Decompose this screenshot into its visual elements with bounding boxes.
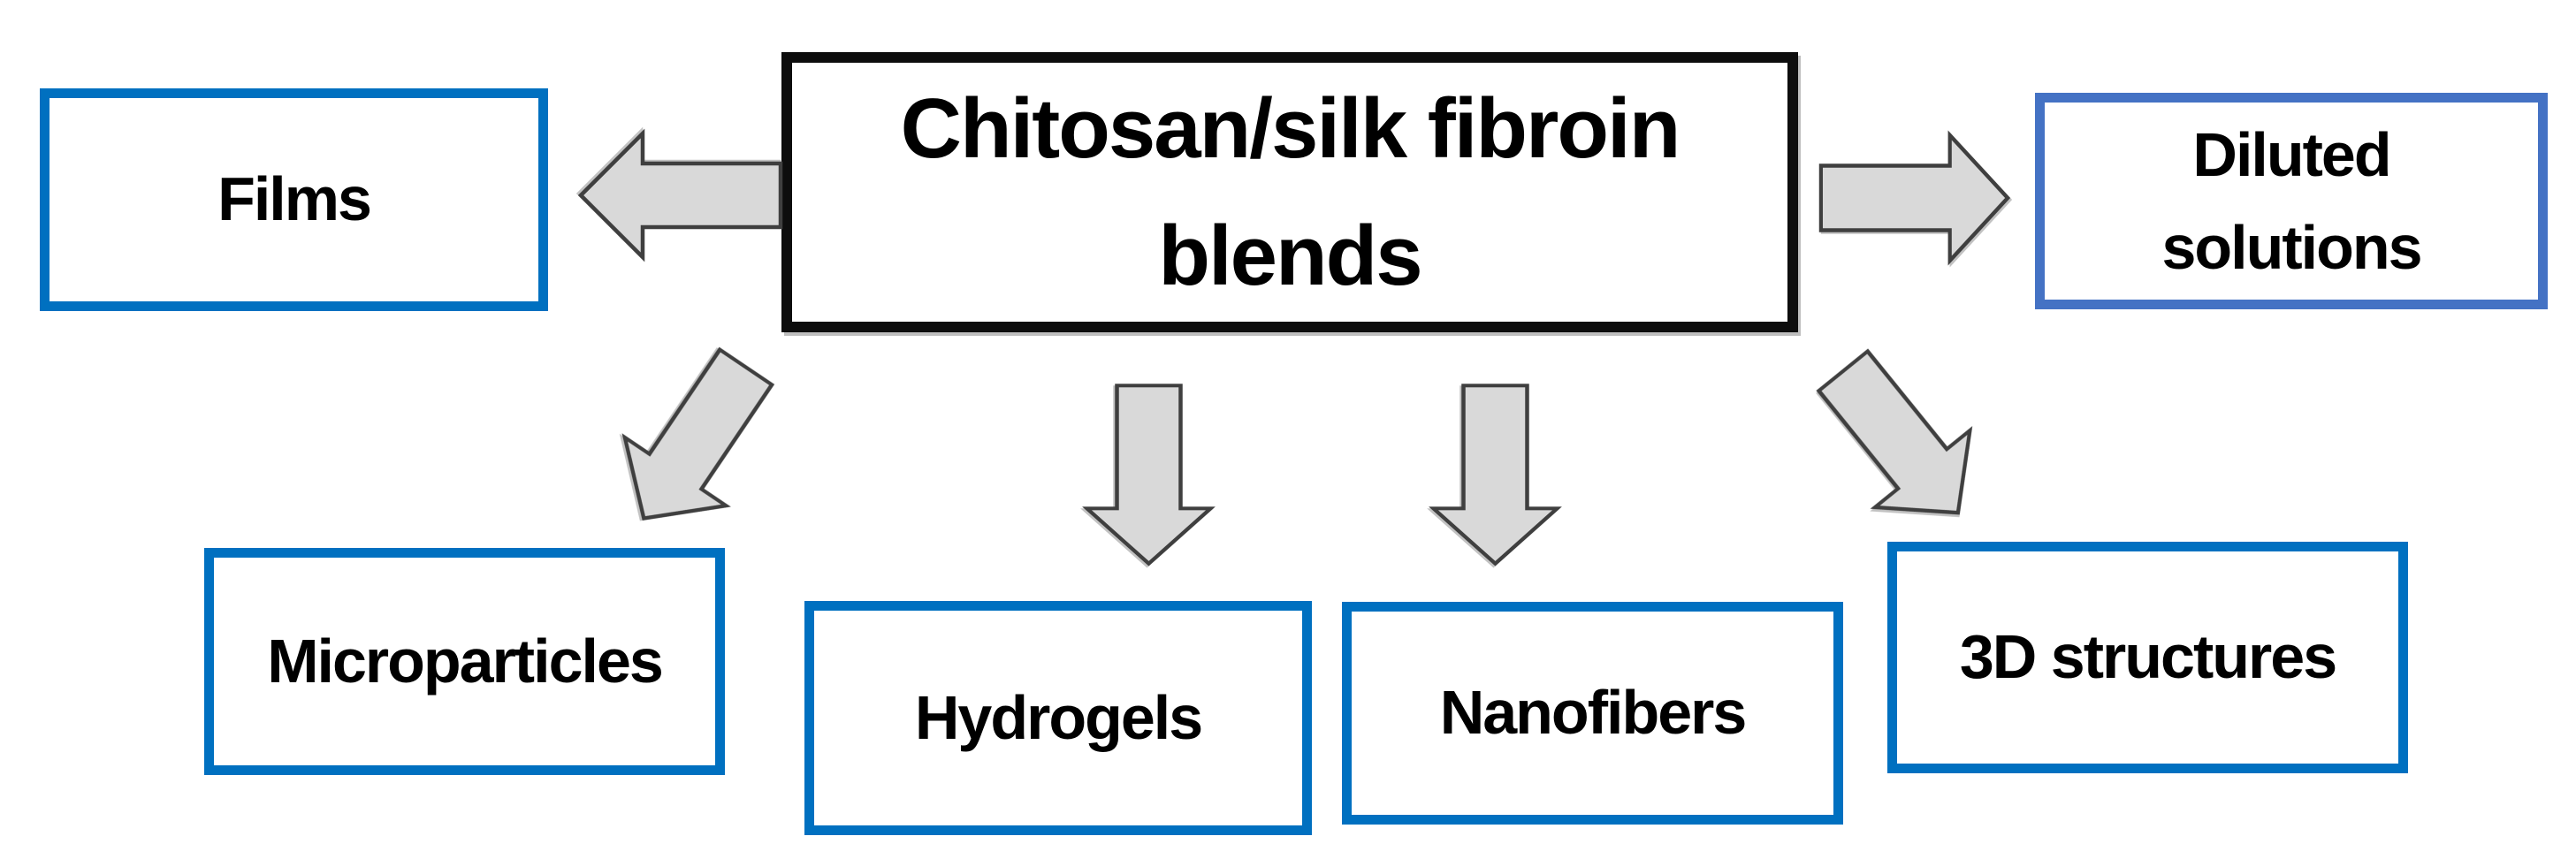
node-hydrogels: Hydrogels bbox=[804, 601, 1312, 835]
node-central: Chitosan/silk fibroin blends bbox=[781, 52, 1798, 332]
node-diluted-solutions: Diluted solutions bbox=[2035, 93, 2548, 309]
node-central-label: Chitosan/silk fibroin blends bbox=[900, 80, 1681, 303]
arrow-to-3d-structures-icon bbox=[1791, 329, 2009, 555]
arrow-to-films-icon bbox=[577, 128, 783, 262]
node-films-label: Films bbox=[217, 164, 372, 234]
node-microparticles: Microparticles bbox=[204, 548, 725, 775]
node-nanofibers: Nanofibers bbox=[1342, 602, 1843, 825]
arrow-to-hydrogels-icon bbox=[1082, 384, 1216, 566]
node-3d-structures: 3D structures bbox=[1887, 542, 2408, 773]
arrow-to-diluted-solutions-icon bbox=[1818, 130, 2011, 266]
node-films: Films bbox=[40, 88, 548, 311]
node-3d-structures-label: 3D structures bbox=[1959, 622, 2337, 692]
node-nanofibers-label: Nanofibers bbox=[1439, 678, 1748, 748]
arrow-to-nanofibers-icon bbox=[1429, 384, 1562, 566]
node-hydrogels-label: Hydrogels bbox=[914, 682, 1203, 752]
node-microparticles-label: Microparticles bbox=[267, 626, 664, 696]
arrow-to-microparticles-icon bbox=[589, 330, 801, 557]
node-diluted-solutions-label: Diluted solutions bbox=[2161, 119, 2422, 282]
